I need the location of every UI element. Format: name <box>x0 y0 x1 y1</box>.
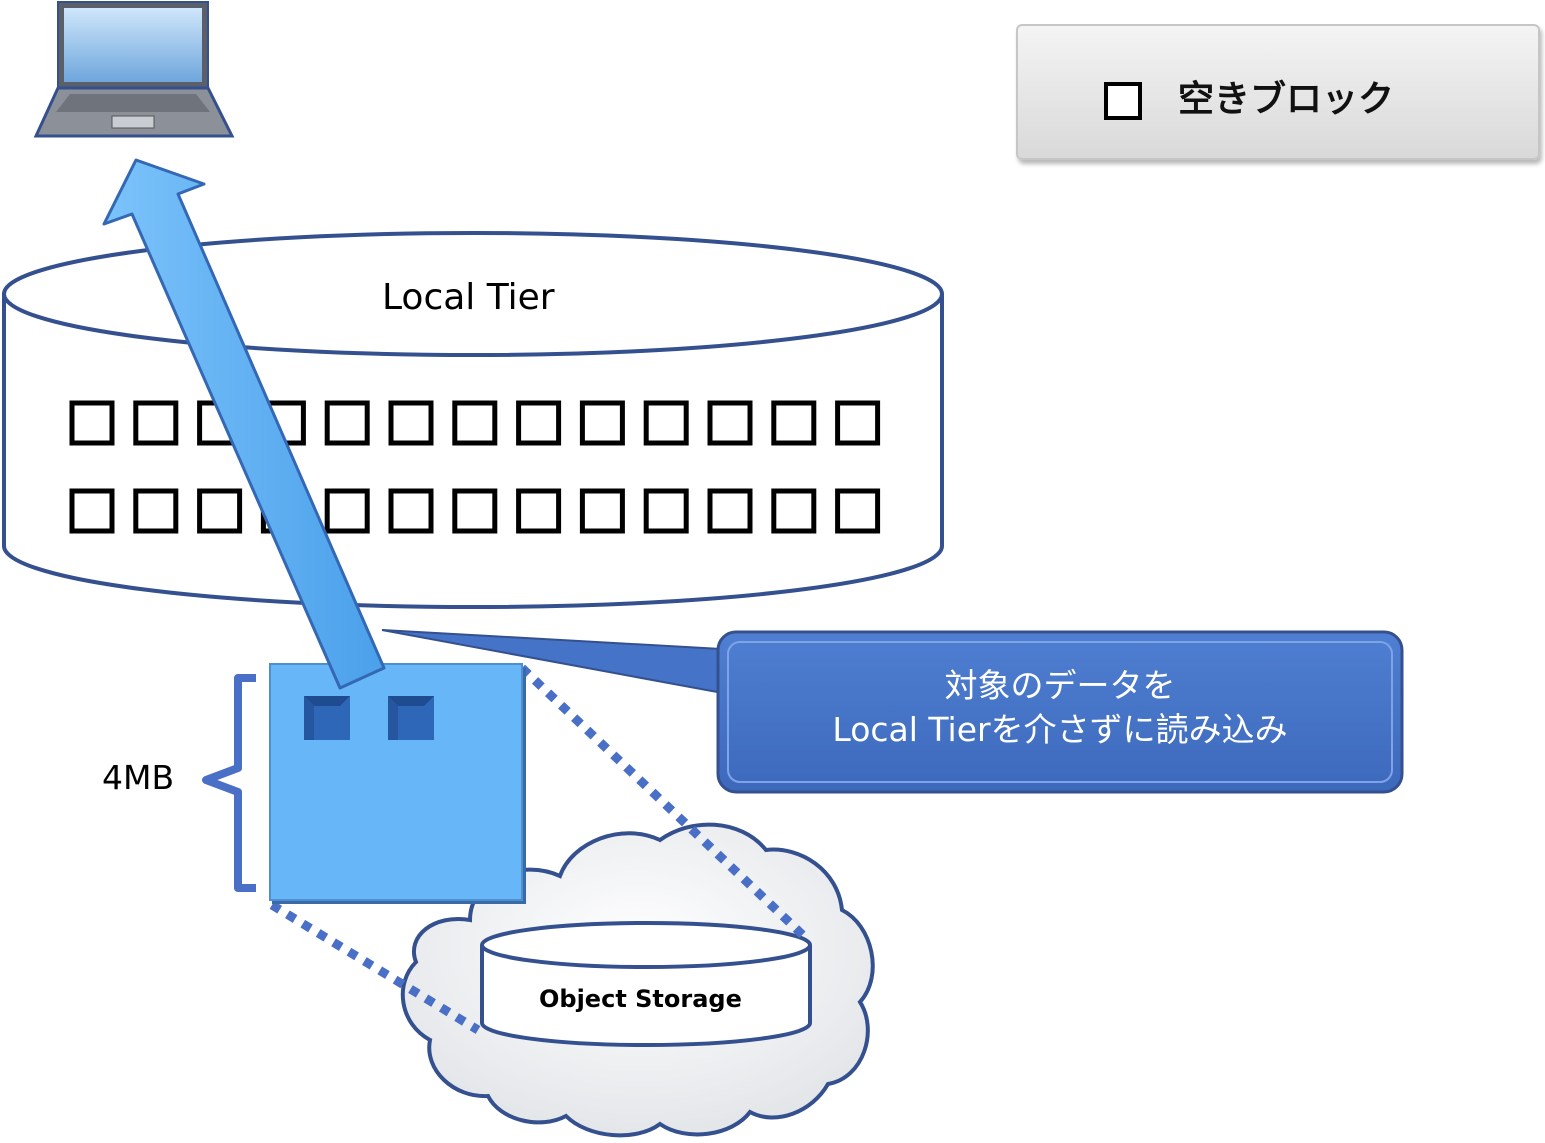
empty-block <box>643 488 689 534</box>
read-arrow <box>102 158 386 690</box>
empty-block <box>69 488 115 534</box>
callout-box <box>716 630 1404 794</box>
empty-block <box>388 400 434 446</box>
empty-block <box>707 488 753 534</box>
callout-line-1: 対象のデータを <box>944 666 1176 705</box>
data-chunk-block <box>269 663 526 904</box>
empty-block <box>579 488 625 534</box>
empty-block <box>771 400 817 446</box>
empty-block <box>133 488 179 534</box>
legend-label: 空きブロック <box>1178 79 1395 120</box>
object-storage-label: Object Storage <box>539 985 742 1013</box>
empty-block <box>771 488 817 534</box>
legend: 空きブロック <box>1016 24 1540 160</box>
empty-block <box>324 488 370 534</box>
empty-block <box>197 488 243 534</box>
empty-block <box>133 400 179 446</box>
empty-block <box>516 488 562 534</box>
empty-block <box>69 400 115 446</box>
local-tier-label: Local Tier <box>382 277 555 318</box>
empty-block <box>835 488 881 534</box>
read-target-block-1 <box>304 696 350 740</box>
empty-block <box>643 400 689 446</box>
empty-block <box>452 488 498 534</box>
projection-line-left <box>269 901 481 1034</box>
empty-block <box>835 400 881 446</box>
callout-line-2: Local Tierを介さずに読み込み <box>832 710 1288 749</box>
projection-line-right <box>518 664 812 944</box>
empty-block-legend-icon <box>1104 82 1142 120</box>
callout-text: 対象のデータを Local Tierを介さずに読み込み <box>726 664 1394 752</box>
empty-block <box>707 400 753 446</box>
empty-block <box>452 400 498 446</box>
empty-block <box>388 488 434 534</box>
read-target-block-2 <box>388 696 434 740</box>
empty-block <box>516 400 562 446</box>
chunk-size-label: 4MB <box>102 758 175 797</box>
object-storage-cylinder <box>480 921 812 1047</box>
laptop-icon <box>33 1 235 138</box>
empty-block <box>324 400 370 446</box>
size-brace <box>202 674 256 892</box>
empty-block <box>579 400 625 446</box>
